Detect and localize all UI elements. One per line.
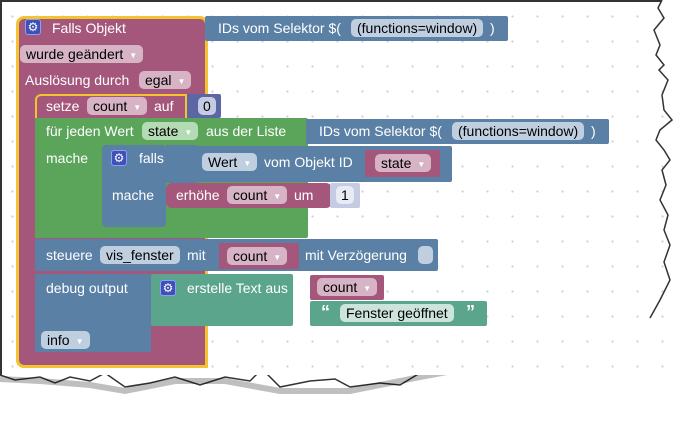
variable-block[interactable]: count▼: [219, 243, 299, 269]
variable-dropdown[interactable]: count▼: [227, 247, 288, 265]
set-variable-block[interactable]: setze count▼ auf: [35, 94, 187, 118]
chevron-down-icon: ▼: [417, 160, 426, 169]
variable-block[interactable]: count▼: [310, 275, 384, 300]
trigger-dropdown[interactable]: egal▼: [139, 71, 192, 89]
selector-block[interactable]: IDs vom Selektor $( (functions=window) ): [306, 119, 609, 144]
text-block[interactable]: “ Fenster geöffnet ”: [310, 301, 487, 326]
trigger-label: Auslösung durch: [25, 72, 130, 88]
close-quote-icon: ”: [466, 302, 475, 322]
gear-icon[interactable]: ⚙: [111, 150, 127, 166]
chevron-down-icon: ▼: [243, 159, 252, 168]
number-block[interactable]: 0: [187, 94, 221, 118]
event-dropdown[interactable]: wurde geändert▼: [20, 45, 144, 63]
torn-edge-right: [649, 0, 692, 430]
number-field[interactable]: 1: [336, 186, 354, 204]
torn-edge-bottom: [0, 375, 692, 430]
open-quote-icon: “: [321, 302, 330, 322]
variable-dropdown[interactable]: count▼: [87, 97, 148, 115]
chevron-down-icon: ▼: [273, 192, 282, 201]
chevron-down-icon: ▼: [133, 103, 142, 112]
debug-block[interactable]: debug output info▼: [35, 274, 151, 352]
gear-icon[interactable]: ⚙: [25, 19, 41, 35]
chevron-down-icon: ▼: [129, 51, 138, 60]
variable-dropdown[interactable]: state▼: [375, 154, 432, 172]
number-field[interactable]: 0: [198, 97, 216, 115]
trigger-title: Falls Objekt: [52, 20, 126, 36]
variable-dropdown[interactable]: count▼: [227, 186, 288, 204]
chevron-down-icon: ▼: [177, 77, 186, 86]
target-field[interactable]: vis_fenster: [100, 246, 180, 264]
delay-checkbox[interactable]: [418, 246, 433, 264]
chevron-down-icon: ▼: [184, 128, 193, 137]
level-dropdown[interactable]: info▼: [41, 331, 90, 349]
increment-block[interactable]: erhöhe count▼ um: [166, 183, 332, 208]
variable-dropdown[interactable]: count▼: [317, 278, 378, 296]
chevron-down-icon: ▼: [273, 253, 282, 262]
gear-icon[interactable]: ⚙: [160, 280, 176, 296]
chevron-down-icon: ▼: [363, 284, 372, 293]
selector-field[interactable]: (functions=window): [351, 19, 484, 37]
loop-variable-dropdown[interactable]: state▼: [142, 122, 199, 140]
property-dropdown[interactable]: Wert▼: [202, 153, 258, 171]
selector-block[interactable]: IDs vom Selektor $( (functions=window) ): [205, 16, 508, 41]
text-field[interactable]: Fenster geöffnet: [340, 304, 454, 322]
selector-field[interactable]: (functions=window): [452, 122, 585, 140]
variable-block[interactable]: state▼: [365, 150, 440, 177]
number-block[interactable]: 1: [330, 183, 360, 208]
chevron-down-icon: ▼: [75, 337, 84, 346]
